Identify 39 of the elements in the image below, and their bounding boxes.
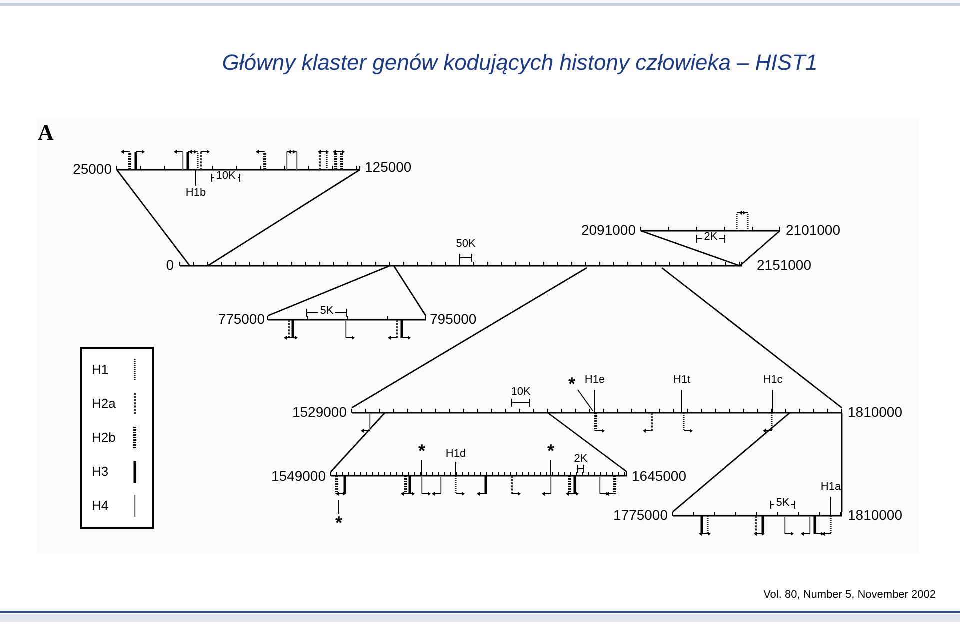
coordinate-label: 2091000 bbox=[581, 223, 636, 237]
coordinate-label: 1810000 bbox=[848, 508, 903, 522]
asterisk-mark: * bbox=[548, 442, 554, 460]
coordinate-label: 1529000 bbox=[292, 405, 347, 419]
gene-label: H1d bbox=[446, 449, 466, 460]
gene-label: H1a bbox=[820, 482, 842, 493]
coordinate-label: 2151000 bbox=[757, 258, 812, 272]
legend-label: H2a bbox=[92, 395, 116, 414]
legend-label: H1 bbox=[92, 361, 109, 380]
scale-label: 10K bbox=[214, 171, 238, 182]
scale-label: 5K bbox=[774, 498, 792, 509]
asterisk-mark: * bbox=[418, 442, 426, 460]
scale-label: 2K bbox=[702, 232, 720, 243]
gene-label: H1c bbox=[763, 375, 783, 386]
gene-label: H1t bbox=[673, 375, 691, 386]
coordinate-label: 2101000 bbox=[786, 223, 841, 237]
coordinate-label: 25000 bbox=[73, 162, 112, 176]
coordinate-label: 125000 bbox=[365, 160, 412, 174]
coordinate-label: 1549000 bbox=[271, 469, 326, 483]
gene-label: H1b bbox=[186, 188, 206, 199]
scale-label: 2K bbox=[572, 454, 590, 465]
panel-letter: A bbox=[38, 122, 54, 144]
coordinate-label: 1775000 bbox=[613, 508, 668, 522]
title: Główny klaster genów kodujących histony człowieka – HIST1 bbox=[221, 49, 819, 77]
source-caption: Vol. 80, Number 5, November 2002 bbox=[764, 588, 936, 603]
scale-label: 5K bbox=[318, 306, 336, 317]
legend-label: H2b bbox=[92, 429, 116, 448]
coordinate-label: 1810000 bbox=[848, 405, 903, 419]
gene-label: H1e bbox=[584, 375, 606, 386]
asterisk-mark: * bbox=[568, 375, 576, 393]
scale-label: 50K bbox=[454, 239, 478, 250]
coordinate-label: 775000 bbox=[218, 312, 265, 326]
coordinate-label: 0 bbox=[166, 258, 174, 272]
asterisk-mark: * bbox=[336, 514, 342, 532]
coordinate-label: 795000 bbox=[430, 312, 477, 326]
scale-label: 10K bbox=[509, 387, 533, 398]
legend-label: H4 bbox=[92, 497, 109, 516]
legend-label: H3 bbox=[92, 463, 109, 482]
coordinate-label: 1645000 bbox=[632, 469, 687, 483]
